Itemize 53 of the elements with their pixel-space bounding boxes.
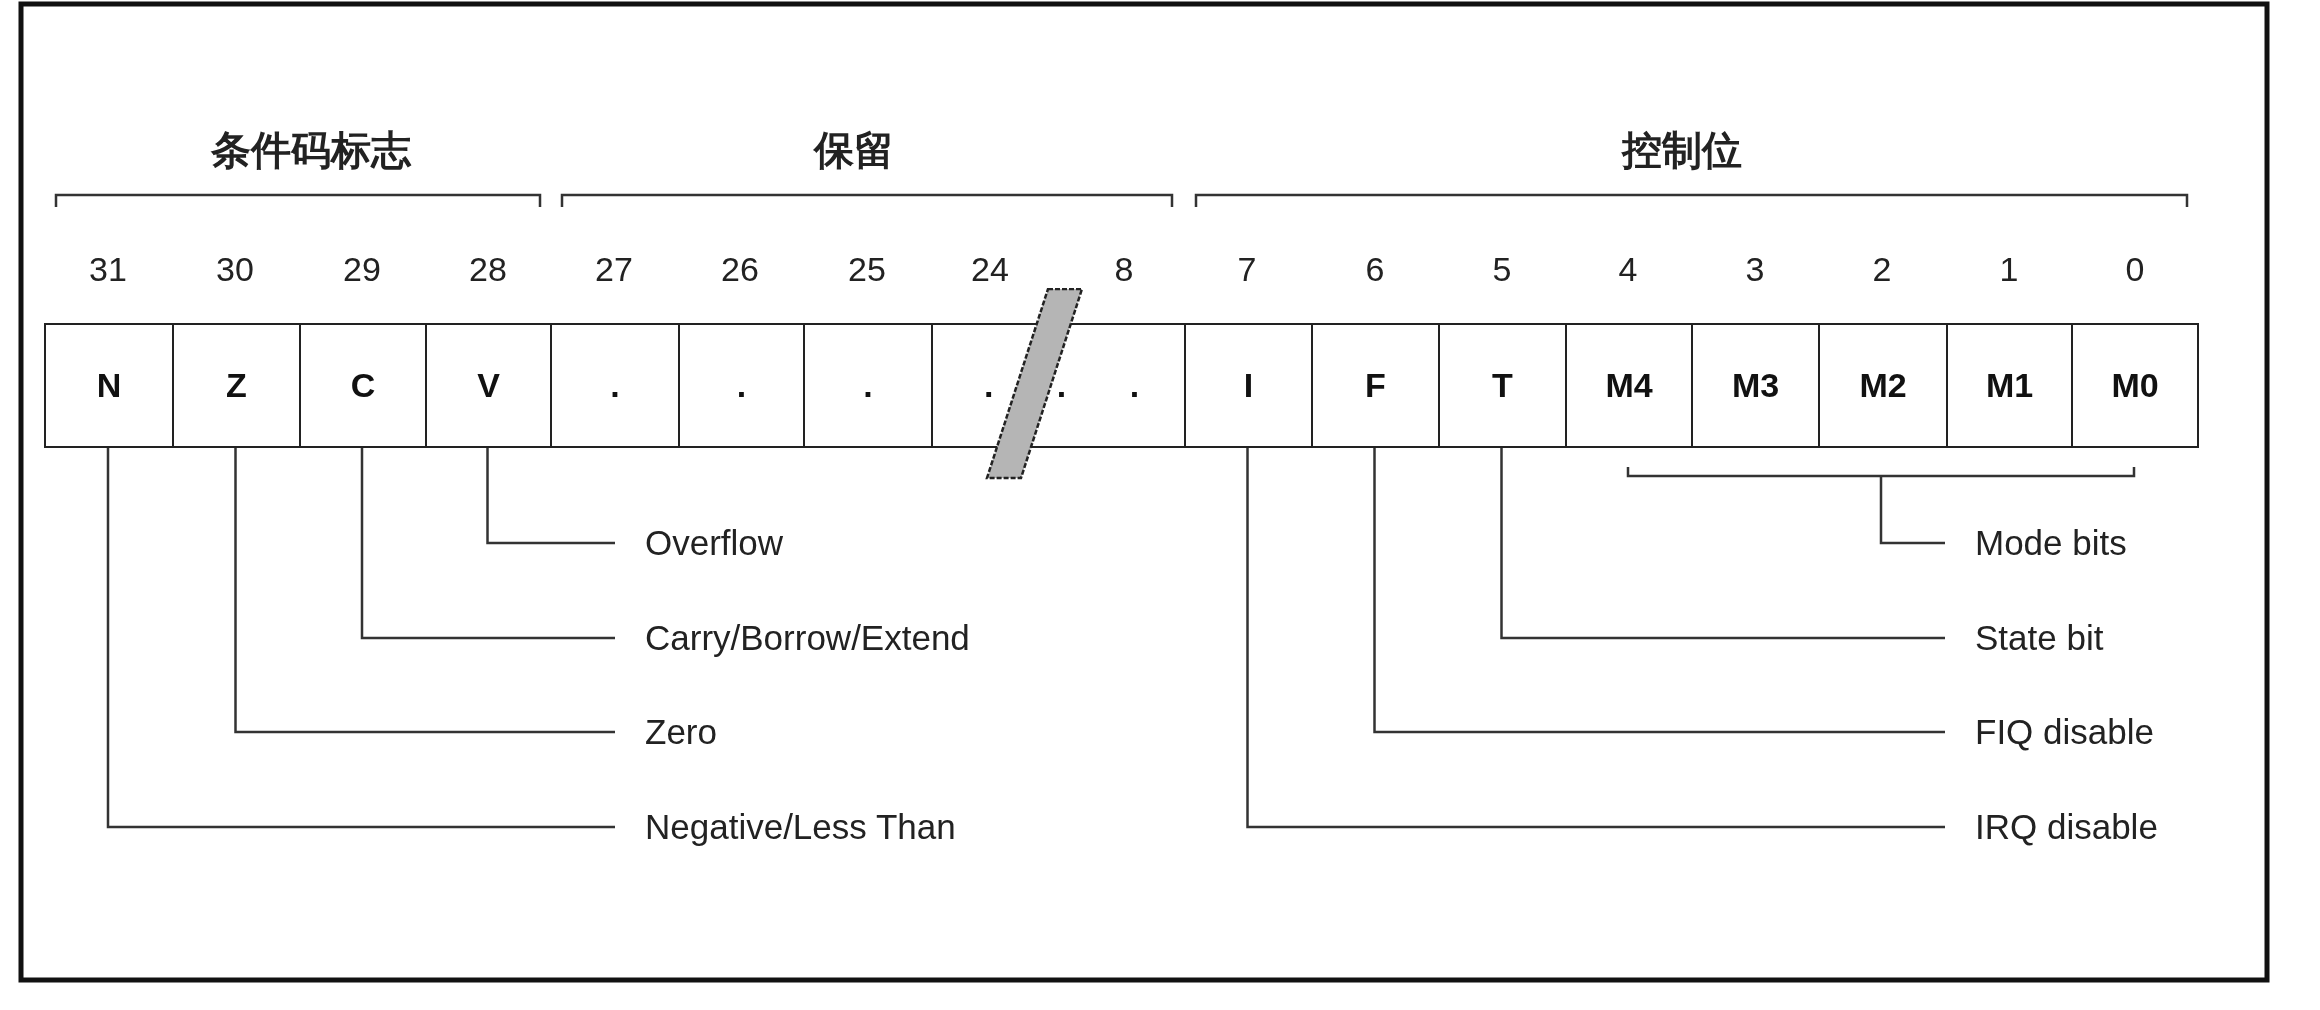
bit-number: 0	[2125, 249, 2145, 289]
group-heading: 控制位	[1622, 126, 1742, 174]
leader-line	[1879, 476, 1945, 545]
description-text: IRQ disable	[1975, 807, 2158, 847]
description-text: Overflow	[645, 523, 784, 563]
bit-number: 3	[1745, 249, 1765, 289]
leader-line	[234, 448, 615, 734]
bit-number: 7	[1237, 249, 1257, 289]
bit-cell: N	[44, 323, 174, 448]
bit-dots: . . .	[983, 366, 1140, 405]
description-text: FIQ disable	[1975, 712, 2154, 752]
bit-cell: M3	[1691, 323, 1820, 448]
bit-cell: M2	[1818, 323, 1948, 448]
bit-number: 25	[848, 249, 886, 289]
bit-cell: .	[550, 323, 680, 448]
bit-number: 6	[1365, 249, 1385, 289]
bit-cell: F	[1311, 323, 1440, 448]
bit-number: 1	[1999, 249, 2019, 289]
bit-cell: V	[425, 323, 552, 448]
description-text: Zero	[645, 712, 717, 752]
leader-line	[1373, 448, 1945, 734]
bit-number: 2	[1872, 249, 1892, 289]
bit-cell: T	[1438, 323, 1567, 448]
bit-cell: .	[803, 323, 933, 448]
leader-line	[1246, 448, 1945, 829]
bit-cell: I	[1184, 323, 1313, 448]
leader-line	[360, 448, 615, 640]
bit-cell: M4	[1565, 323, 1693, 448]
group-heading: 保留	[814, 126, 894, 174]
bit-number: 4	[1618, 249, 1638, 289]
bit-cell: M1	[1946, 323, 2073, 448]
bit-number: 5	[1492, 249, 1512, 289]
description-text: Carry/Borrow/Extend	[645, 618, 970, 658]
description-text: Mode bits	[1975, 523, 2127, 563]
description-text: Negative/Less Than	[645, 807, 956, 847]
bit-number: 31	[89, 249, 127, 289]
break-mark	[985, 288, 1085, 480]
bit-cell: .	[678, 323, 805, 448]
bit-cell: C	[299, 323, 427, 448]
bit-number: 28	[469, 249, 507, 289]
bit-cell: M0	[2071, 323, 2199, 448]
bit-number: 24	[971, 249, 1009, 289]
bit-number: 30	[216, 249, 254, 289]
description-text: State bit	[1975, 618, 2104, 658]
leader-line	[1500, 448, 1945, 640]
leader-line	[106, 448, 615, 829]
group-heading: 条件码标志	[211, 126, 411, 174]
bit-cell: Z	[172, 323, 301, 448]
bit-number: 8	[1114, 249, 1134, 289]
leader-line	[486, 448, 615, 545]
bit-number: 27	[595, 249, 633, 289]
bit-number: 26	[721, 249, 759, 289]
bit-number: 29	[343, 249, 381, 289]
